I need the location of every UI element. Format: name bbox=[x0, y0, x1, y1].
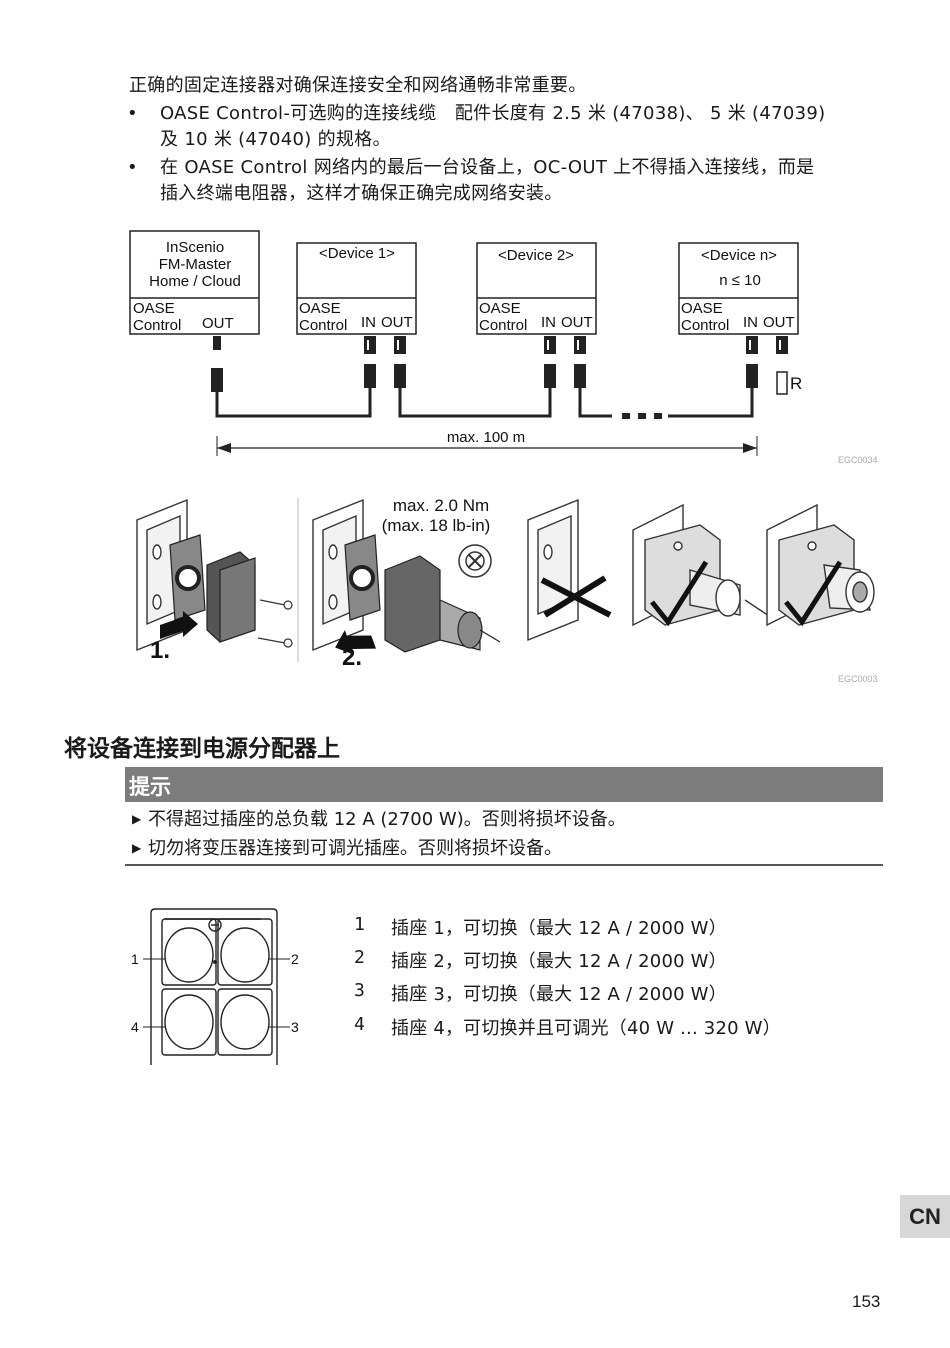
note-item-2: ▶ 切勿将变压器连接到可调光插座。否则将损坏设备。 bbox=[132, 834, 562, 860]
network-diagram-code: EGC0034 bbox=[838, 455, 878, 465]
device-2-out-label: OUT bbox=[561, 314, 593, 331]
torque-line2: (max. 18 lb-in) bbox=[382, 516, 491, 535]
mounting-diagram-code: EGC0003 bbox=[838, 674, 878, 684]
device-n-box bbox=[678, 242, 799, 335]
language-tab: CN bbox=[900, 1195, 950, 1238]
cables bbox=[215, 388, 754, 418]
note-marker: ▶ bbox=[132, 812, 142, 826]
terminal-resistor bbox=[776, 371, 788, 395]
note-divider bbox=[125, 864, 883, 866]
device-1-title: <Device 1> bbox=[319, 245, 395, 262]
master-port-label1: OASE bbox=[133, 300, 175, 317]
bullet-2-line2: 插入终端电阻器，这样才确保正确完成网络安装。 bbox=[160, 183, 563, 204]
socket-row-1-num: 1 bbox=[354, 914, 365, 935]
distance-label: max. 100 m bbox=[447, 429, 525, 446]
note-item-2-text: 切勿将变压器连接到可调光插座。否则将损坏设备。 bbox=[148, 838, 562, 859]
socket-label-2: 2 bbox=[291, 951, 299, 967]
socket-label-3: 3 bbox=[291, 1019, 299, 1035]
intro-paragraph: 正确的固定连接器对确保连接安全和网络通畅非常重要。 bbox=[129, 75, 587, 96]
device-n-out-label: OUT bbox=[763, 314, 795, 331]
device-2-in-label: IN bbox=[541, 314, 556, 331]
master-line2: FM-Master bbox=[159, 256, 232, 273]
device-2-title: <Device 2> bbox=[498, 247, 574, 264]
socket-label-1: 1 bbox=[131, 951, 139, 967]
note-title: 提示 bbox=[125, 767, 883, 802]
socket-row-3-text: 插座 3，可切换（最大 12 A / 2000 W） bbox=[391, 984, 727, 1005]
socket-label-4: 4 bbox=[131, 1019, 139, 1035]
master-line3: Home / Cloud bbox=[149, 273, 241, 290]
socket-row-2-text: 插座 2，可切换（最大 12 A / 2000 W） bbox=[391, 951, 727, 972]
note-marker: ▶ bbox=[132, 841, 142, 855]
note-item-1-text: 不得超过插座的总负载 12 A (2700 W)。否则将损坏设备。 bbox=[148, 809, 626, 830]
device-2-box bbox=[476, 242, 597, 335]
step-1-label: 1. bbox=[150, 637, 170, 664]
socket-row-1-text: 插座 1，可切换（最大 12 A / 2000 W） bbox=[391, 918, 727, 939]
socket-row-4-text: 插座 4，可切换并且可调光（40 W ... 320 W） bbox=[391, 1018, 781, 1039]
bullet-1-line1: OASE Control-可选购的连接线缆 配件长度有 2.5 米 (47038… bbox=[160, 103, 826, 124]
device-2-port-label2: Control bbox=[479, 317, 527, 334]
resistor-label: R bbox=[790, 374, 802, 393]
no-overtighten-icon bbox=[458, 544, 492, 578]
torque-line1: max. 2.0 Nm bbox=[393, 496, 489, 515]
bullet-1-line2: 及 10 米 (47040) 的规格。 bbox=[160, 129, 391, 150]
correct-mark-icon bbox=[784, 560, 843, 627]
device-n-port-label1: OASE bbox=[681, 300, 723, 317]
socket-strip-figure: 1 2 4 3 bbox=[131, 908, 299, 1065]
section-title: 将设备连接到电源分配器上 bbox=[64, 736, 340, 762]
bullet-marker: • bbox=[127, 157, 138, 178]
master-box bbox=[129, 230, 260, 335]
device-n-limit: n ≤ 10 bbox=[719, 272, 761, 289]
note-item-1: ▶ 不得超过插座的总负载 12 A (2700 W)。否则将损坏设备。 bbox=[132, 805, 626, 831]
device-1-port-label1: OASE bbox=[299, 300, 341, 317]
wrong-mark-icon bbox=[540, 575, 612, 618]
correct-mark-icon bbox=[650, 560, 709, 627]
bullet-2-line1: 在 OASE Control 网络内的最后一台设备上，OC-OUT 上不得插入连… bbox=[160, 157, 815, 178]
device-n-port-label2: Control bbox=[681, 317, 729, 334]
network-diagram: InScenio FM-Master Home / Cloud OASE Con… bbox=[129, 230, 802, 456]
device-n-in-label: IN bbox=[743, 314, 758, 331]
socket-row-2-num: 2 bbox=[354, 947, 365, 968]
connectors bbox=[211, 336, 788, 392]
master-out-label: OUT bbox=[202, 315, 234, 332]
mounting-diagram: 1. 2. max. 2.0 Nm (max. 18 lb-in) bbox=[136, 496, 875, 671]
page-number: 153 bbox=[852, 1292, 881, 1311]
master-port-label2: Control bbox=[133, 317, 181, 334]
socket-row-4-num: 4 bbox=[354, 1014, 365, 1035]
device-1-out-label: OUT bbox=[381, 314, 413, 331]
device-n-title: <Device n> bbox=[701, 247, 777, 264]
device-1-port-label2: Control bbox=[299, 317, 347, 334]
bullet-marker: • bbox=[127, 103, 138, 124]
master-line1: InScenio bbox=[166, 239, 224, 256]
device-2-port-label1: OASE bbox=[479, 300, 521, 317]
socket-row-3-num: 3 bbox=[354, 980, 365, 1001]
device-1-box bbox=[296, 242, 417, 335]
device-1-in-label: IN bbox=[361, 314, 376, 331]
step-2-label: 2. bbox=[342, 644, 362, 671]
